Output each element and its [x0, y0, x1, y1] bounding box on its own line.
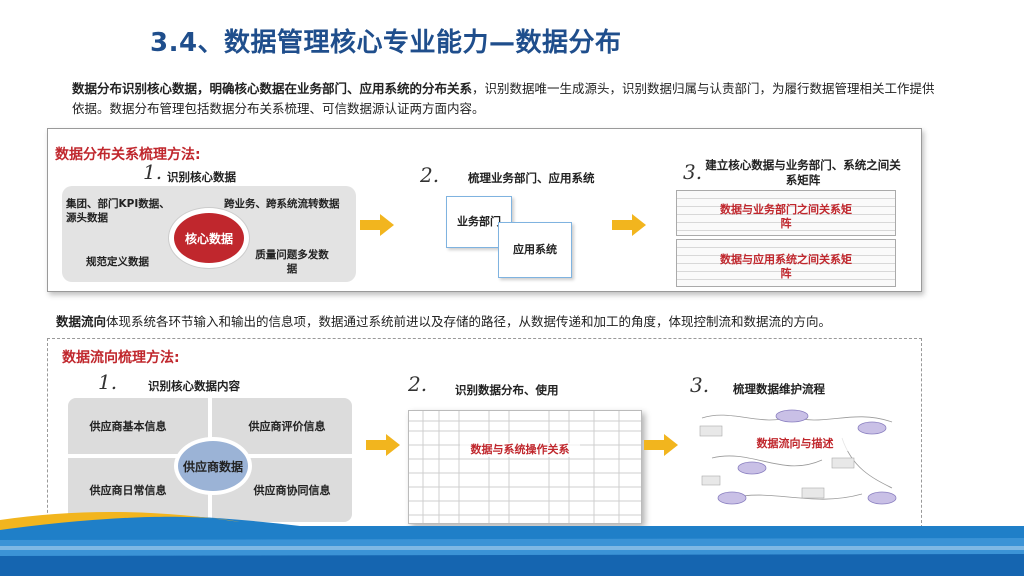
s1-step2-label: 梳理业务部门、应用系统	[468, 171, 595, 185]
s2-step1-num: 1.	[98, 370, 118, 394]
s2-quad-basic-label: 供应商基本信息	[89, 420, 167, 433]
s1-step3-num: 3.	[683, 160, 703, 184]
section2-intro: 数据流向体现系统各环节输入和输出的信息项，数据通过系统前进以及存储的路径，从数据…	[56, 311, 986, 330]
intro-bold: 数据分布识别核心数据，明确核心数据在业务部门、应用系统的分布关系	[72, 81, 473, 96]
s1-step1-num: 1.	[143, 160, 163, 184]
section2-bottom-edge	[47, 526, 922, 527]
s2-quad-eval-label: 供应商评价信息	[248, 420, 326, 433]
s1-item-cross: 跨业务、跨系统流转数据	[224, 198, 340, 210]
s1-doc-system-label: 应用系统	[513, 243, 557, 256]
section2-heading: 数据流向梳理方法:	[62, 350, 180, 366]
s1-core-data-label: 核心数据	[184, 231, 233, 246]
intro-paragraph: 数据分布识别核心数据，明确核心数据在业务部门、应用系统的分布关系，识别数据唯一生…	[72, 79, 942, 119]
s2-arrow-2-icon	[644, 434, 678, 456]
s2-step2-label: 识别数据分布、使用	[455, 383, 559, 397]
section2-intro-bold: 数据流向	[56, 314, 107, 329]
section2-intro-rest: 体现系统各环节输入和输出的信息项，数据通过系统前进以及存储的路径，从数据传递和加…	[106, 314, 832, 329]
s2-step3-num: 3.	[690, 373, 710, 397]
s2-quad-collab-label: 供应商协同信息	[253, 484, 331, 497]
s1-arrow-2-icon	[612, 214, 646, 236]
s1-core-data-circle: 核心数据	[169, 208, 249, 268]
s2-quad-eval: 供应商评价信息	[212, 398, 352, 454]
s2-flow-diagram	[692, 398, 912, 522]
s1-item-spec: 规范定义数据	[86, 256, 149, 268]
s1-item-quality: 质量问题多发数据	[255, 249, 329, 275]
s1-item-kpi: 集团、部门KPI数据、源头数据	[66, 198, 170, 224]
s1-matrix-system	[676, 239, 896, 287]
s2-usage-sheet	[408, 410, 642, 524]
s1-doc-department-label: 业务部门	[457, 215, 501, 228]
s2-step3-label: 梳理数据维护流程	[733, 382, 825, 396]
s1-matrix-department-label: 数据与业务部门之间关系矩阵	[720, 203, 852, 230]
s1-matrix-department	[676, 190, 896, 236]
s1-matrix-system-label: 数据与应用系统之间关系矩阵	[720, 253, 852, 280]
s1-step3-label: 建立核心数据与业务部门、系统之间关系矩阵	[705, 158, 901, 187]
s2-supplier-label: 供应商数据	[182, 459, 243, 474]
s1-step1-label: 识别核心数据	[167, 170, 236, 184]
s1-arrow-1-icon	[360, 214, 394, 236]
s1-step2-num: 2.	[420, 163, 440, 187]
intro-rest: ，识别数据唯一生成源头，识别数据归属与认责部门，为履行数据管理相关工作提供依据。…	[72, 81, 935, 116]
s1-doc-system: 应用系统	[498, 222, 572, 278]
s2-flow-label: 数据流向与描述	[740, 437, 850, 451]
s2-supplier-circle: 供应商数据	[174, 437, 252, 495]
bottom-wave-decoration	[0, 511, 1024, 576]
s2-arrow-1-icon	[366, 434, 400, 456]
section1-heading: 数据分布关系梳理方法:	[55, 147, 201, 163]
page-title: 3.4、数据管理核心专业能力—数据分布	[150, 28, 622, 58]
s2-step1-label: 识别核心数据内容	[148, 379, 240, 393]
s2-step2-num: 2.	[408, 372, 428, 396]
s2-usage-label: 数据与系统操作关系	[460, 443, 580, 457]
s2-quad-daily-label: 供应商日常信息	[89, 484, 167, 497]
